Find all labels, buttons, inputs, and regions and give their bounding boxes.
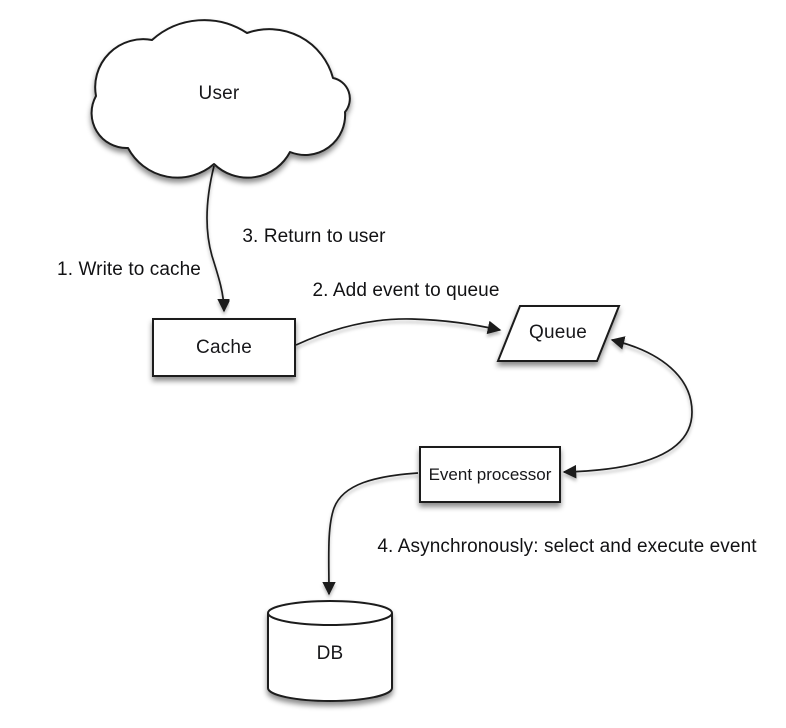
event-processor-box — [419, 446, 561, 503]
step4-async-select-execute-label: 4. Asynchronously: select and execute ev… — [377, 536, 757, 557]
step1-write-to-cache-label: 1. Write to cache — [57, 259, 201, 280]
event-processor-node-label: Event processor — [428, 465, 552, 484]
cache-box — [152, 318, 296, 377]
arrow-event-processor-to-db — [322, 472, 419, 596]
db-cylinder — [267, 600, 393, 702]
step3-return-to-user-label: 3. Return to user — [242, 226, 386, 247]
arrow-queue-event-processor — [562, 336, 693, 479]
user-cloud-shape — [90, 19, 351, 179]
user-node-label: User — [198, 83, 240, 104]
arrow-user-to-cache — [206, 165, 231, 313]
cache-node-label: Cache — [196, 337, 252, 358]
arrow-cache-to-queue — [295, 318, 502, 346]
step2-add-event-to-queue-label: 2. Add event to queue — [312, 280, 500, 301]
db-node-label: DB — [316, 643, 344, 664]
queue-node-label: Queue — [528, 322, 588, 343]
